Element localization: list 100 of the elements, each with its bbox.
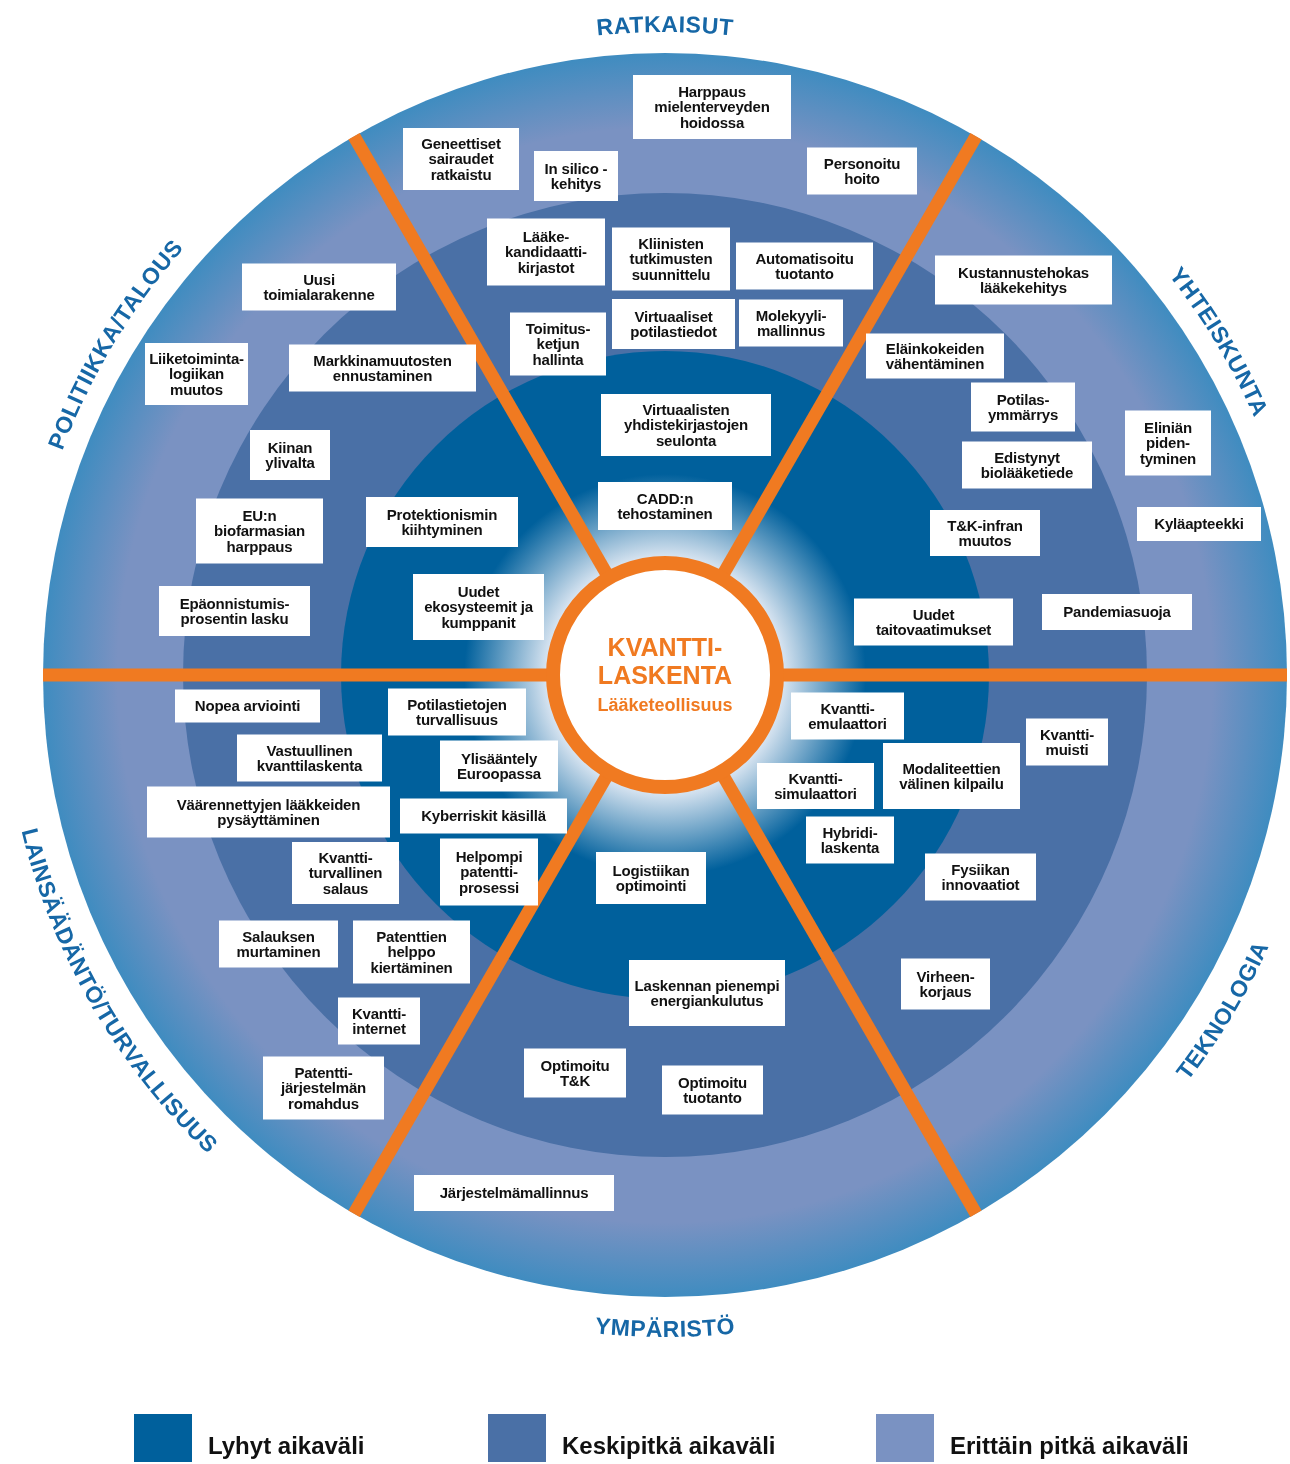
topic-label: Epäonnistumis- prosentin lasku (178, 595, 291, 627)
topic-box (1042, 594, 1192, 630)
topic-label: Ylisääntely Euroopassa (456, 750, 542, 781)
topic-box (883, 743, 1020, 809)
topic-box (534, 151, 618, 201)
topic-box (791, 692, 904, 739)
topic-label: Geneettiset sairaudet ratkaistu (420, 135, 502, 183)
topic-box (159, 586, 310, 636)
topic-label: Potilas- ymmärrys (986, 391, 1060, 422)
topic-box (930, 510, 1040, 556)
topic-label: Kvantti- internet (350, 1005, 408, 1036)
topic-box (524, 1048, 626, 1097)
topic-box (237, 734, 382, 781)
topic-box (662, 1065, 763, 1114)
topic-box (1137, 507, 1261, 541)
topic-box (250, 430, 330, 480)
topic-box (866, 333, 1004, 378)
topic-label: Pandemiasuoja (1063, 604, 1171, 620)
topic-label: Logistiikan optimointi (611, 862, 691, 894)
topic-label: Markkinamuutosten ennustaminen (312, 352, 453, 383)
topic-box (175, 689, 320, 722)
sector-title: YMPÄRISTÖ (594, 1312, 736, 1343)
topic-label: Salauksen murtaminen (235, 928, 322, 959)
topic-box (612, 227, 730, 290)
topic-label: Toimitus- ketjun hallinta (524, 320, 592, 367)
topic-box (242, 263, 396, 310)
topic-box (962, 441, 1092, 488)
topic-label: Protektionismin kiihtyminen (385, 506, 499, 538)
topic-label: Optimoitu tuotanto (677, 1074, 748, 1105)
topic-label: Automatisoitu tuotanto (754, 250, 855, 281)
topic-box (196, 498, 323, 563)
topic-box (440, 740, 558, 791)
topic-label: Molekyyli- mallinnus (754, 307, 828, 338)
topic-label: Personoitu hoito (822, 155, 902, 186)
sector-title: RATKAISUT (595, 10, 735, 41)
topic-label: Kvantti- emulaattori (807, 700, 888, 731)
topic-box (925, 853, 1036, 900)
topic-box (601, 394, 771, 456)
topic-label: Väärennettyjen lääkkeiden pysäyttäminen (175, 796, 362, 827)
topic-box (901, 958, 990, 1009)
topic-label: T&K-infran muutos (946, 517, 1024, 549)
center-title: KVANTTI- LASKENTA (596, 633, 734, 689)
topic-box (263, 1056, 384, 1119)
topic-box (414, 1175, 614, 1211)
topic-box (388, 688, 526, 735)
topic-box (971, 382, 1075, 431)
topic-label: CADD:n tehostaminen (616, 490, 714, 522)
topic-label: Kliinisten tutkimusten suunnittelu (628, 235, 714, 282)
legend-label: Keskipitkä aikaväli (562, 1432, 776, 1460)
topic-label: Modaliteettien välinen kilpailu (898, 760, 1005, 792)
topic-box (598, 482, 732, 530)
topic-box (736, 242, 873, 289)
topic-box (338, 997, 420, 1044)
legend-label: Lyhyt aikaväli (208, 1432, 365, 1460)
topic-label: Helpompi patentti- prosessi (454, 848, 524, 895)
topic-box (935, 255, 1112, 304)
topic-label: Kvantti- muisti (1038, 726, 1096, 757)
topic-box (612, 299, 735, 349)
topic-label: Kiinan ylivalta (264, 439, 316, 471)
topic-box (739, 299, 843, 346)
topic-label: Kvantti- turvallinen salaus (307, 849, 384, 897)
topic-label: Eläinkokeiden vähentäminen (884, 340, 986, 371)
topic-label: Virtuaalisten yhdistekirjastojen seulonta (623, 401, 749, 449)
topic-label: Uudet taitovaatimukset (874, 606, 993, 637)
topic-label: EU:n biofarmasian harppaus (213, 507, 306, 554)
topic-label: Patenttien helppo kiertäminen (369, 928, 454, 975)
topic-label: Edistynyt biolääketiede (979, 449, 1075, 480)
topic-box (353, 920, 470, 983)
topic-label: Optimoitu T&K (539, 1057, 611, 1088)
topic-label: Laskennan pienempi energiankulutus (633, 977, 781, 1009)
topic-box (440, 838, 538, 905)
topic-label: Hybridi- laskenta (819, 824, 881, 855)
topic-box (1026, 718, 1108, 765)
topic-label: Kyberriskit käsillä (421, 807, 546, 824)
topic-box (807, 147, 917, 194)
topic-box (487, 218, 605, 285)
topic-box (629, 960, 785, 1026)
topic-label: Kustannustehokas lääkekehitys (957, 264, 1090, 295)
topic-label: Virtuaaliset potilastiedot (629, 308, 718, 340)
topic-box (757, 763, 874, 809)
topic-label: Patentti- järjestelmän romahdus (279, 1064, 368, 1111)
topic-box (400, 798, 567, 833)
legend-label: Erittäin pitkä aikaväli (950, 1432, 1189, 1460)
topic-label: Kvantti- simulaattori (773, 770, 858, 802)
topic-box (413, 574, 544, 640)
topic-box (292, 842, 399, 904)
topic-box (806, 816, 894, 863)
topic-label: Kyläapteekki (1154, 516, 1244, 532)
topic-label: Harppaus mielenterveyden hoidossa (653, 83, 771, 131)
center-subtitle: Lääketeollisuus (597, 694, 733, 717)
topic-label: In silico -kehitys (543, 160, 609, 192)
topic-label: Potilastietojen turvallisuus (406, 696, 508, 727)
topic-box (633, 75, 791, 139)
topic-box (366, 497, 518, 547)
topic-box (510, 312, 606, 375)
topic-label: Vastuullinen kvanttilaskenta (255, 742, 364, 773)
topic-label: Fysiikan innovaatiot (940, 861, 1021, 892)
topic-label: Uudet ekosysteemit ja kumppanit (423, 583, 534, 631)
topic-box (289, 344, 476, 391)
topic-box (596, 852, 706, 904)
